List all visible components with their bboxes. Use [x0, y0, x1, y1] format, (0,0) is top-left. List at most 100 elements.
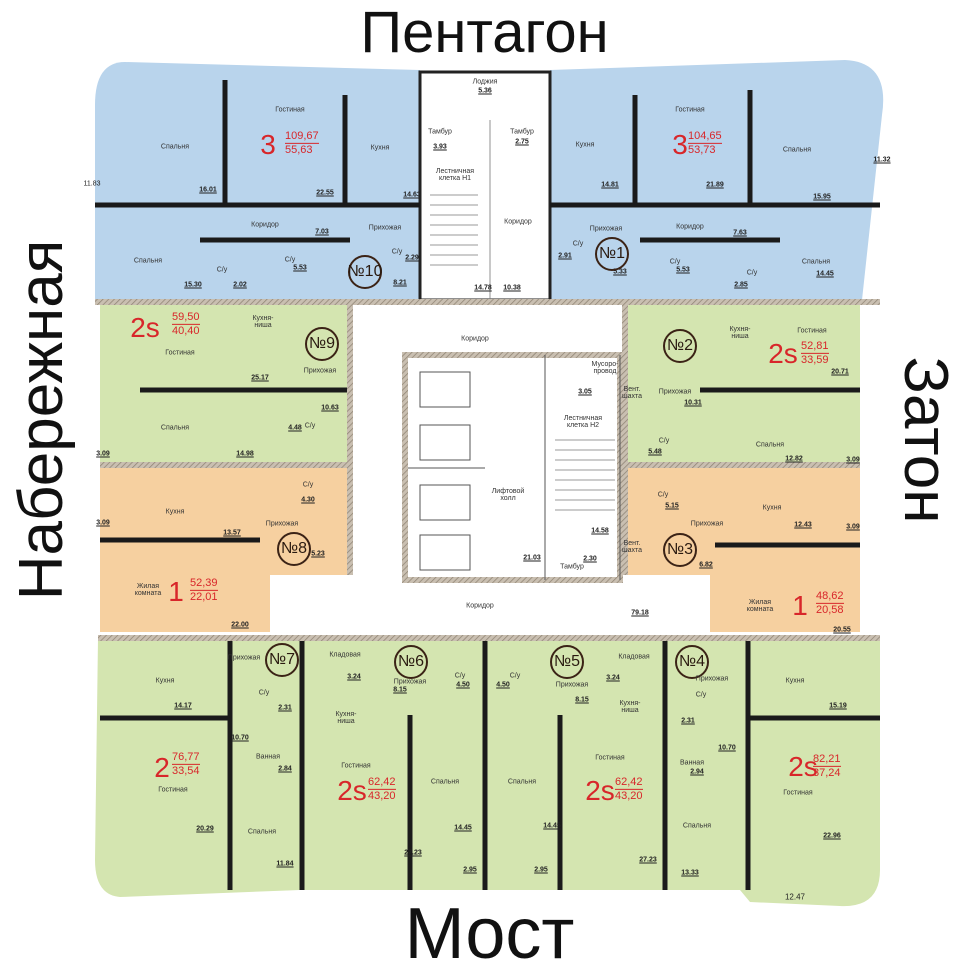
room-label: С/у [657, 491, 669, 499]
room-label: Кухня [165, 508, 185, 516]
room-label: Ванная [256, 753, 280, 761]
room-area: 5.23 [311, 550, 325, 558]
apartment-number-badge: №6 [394, 645, 428, 679]
room-label: Лифтовой холл [491, 488, 525, 502]
total-area: 109,67 [285, 129, 319, 144]
room-area: 10.63 [321, 404, 339, 412]
room-label: Прихожая [368, 224, 402, 232]
room-label: Гостиная [783, 789, 813, 797]
direction-bottom-label: Мост [404, 894, 575, 974]
room-area: 27.23 [639, 856, 657, 864]
apartment-number-badge: №5 [550, 645, 584, 679]
room-area: 4.50 [496, 681, 510, 689]
apartment-number-badge: №10 [348, 255, 382, 289]
room-label: Кухня-ниша [252, 315, 274, 329]
room-area: 20.71 [831, 368, 849, 376]
room-label: Коридор [676, 223, 704, 231]
room-label: Прихожая [227, 654, 261, 662]
room-area: 8.15 [575, 696, 589, 704]
room-count: 2 [154, 752, 170, 783]
room-label: Спальня [801, 258, 831, 266]
total-area: 62,42 [368, 775, 396, 790]
room-label: Мусоро-провод [591, 361, 619, 375]
room-label: С/у [302, 481, 314, 489]
room-label: С/у [284, 256, 296, 264]
room-count: 2s [768, 338, 798, 369]
room-count: 3 [672, 129, 688, 160]
room-area: 4.30 [301, 496, 315, 504]
room-label: Спальня [133, 257, 163, 265]
apartment-2-area [625, 305, 860, 465]
room-label: Жилая комната [134, 583, 162, 597]
apartment-number-badge: №2 [663, 329, 697, 363]
room-area: 3.09 [96, 519, 110, 527]
room-label: Вент. шахта [622, 540, 642, 554]
total-area: 62,42 [615, 775, 643, 790]
room-label: Тамбур [510, 128, 534, 136]
room-label: С/у [669, 258, 681, 266]
room-area: 22.55 [316, 189, 334, 197]
apartment-number-badge: №9 [305, 327, 339, 361]
room-area: 3.24 [347, 673, 361, 681]
room-area: 5.53 [676, 266, 690, 274]
room-label: Лестничная клетка Н2 [563, 415, 603, 429]
apartment-number-badge: №7 [265, 643, 299, 677]
room-area: 10.70 [718, 744, 736, 752]
room-area: 5.36 [478, 87, 492, 95]
direction-left-label: Набережная [7, 239, 76, 601]
room-area: 21.03 [523, 554, 541, 562]
room-label: Вент. шахта [622, 386, 642, 400]
room-label: Кухня [785, 677, 805, 685]
room-label: Жилая комната [746, 599, 774, 613]
room-label: Прихожая [589, 225, 623, 233]
room-area: 14.45 [454, 824, 472, 832]
room-area: 5.33 [613, 268, 627, 276]
room-label: С/у [304, 422, 316, 430]
room-count: 2s [130, 312, 160, 343]
room-label: Гостиная [595, 754, 625, 762]
room-count: 1 [792, 590, 808, 621]
total-area: 59,50 [172, 310, 200, 325]
room-label: Коридор [504, 218, 532, 226]
room-area: 5.53 [293, 264, 307, 272]
room-count: 3 [260, 129, 276, 160]
room-area: 2.91 [558, 252, 572, 260]
room-area: 12.43 [794, 521, 812, 529]
room-label: Кладовая [618, 653, 650, 661]
room-label: Кухня-ниша [619, 700, 641, 714]
room-area: 22.96 [823, 832, 841, 840]
room-area: 15.19 [829, 702, 847, 710]
room-area: 4.50 [456, 681, 470, 689]
room-label: Кухня-ниша [335, 711, 357, 725]
direction-top-label: Пентагон [360, 0, 609, 65]
room-area: 2.31 [278, 704, 292, 712]
room-area: 12.82 [785, 455, 803, 463]
room-label: С/у [572, 240, 584, 248]
room-area: 14.81 [601, 181, 619, 189]
room-area: 11.32 [873, 156, 891, 164]
room-area: 2.02 [233, 281, 247, 289]
apartment-number-badge: №8 [277, 532, 311, 566]
room-area: 2.30 [583, 555, 597, 563]
room-area: 13.33 [681, 869, 699, 877]
room-area: 14.45 [816, 270, 834, 278]
room-area: 2.94 [690, 768, 704, 776]
room-area: 5.48 [648, 448, 662, 456]
apartment-8-area [100, 465, 350, 632]
room-area: 14.17 [174, 702, 192, 710]
room-label: С/у [658, 437, 670, 445]
room-area: 11.83 [83, 180, 101, 188]
total-area: 52,81 [801, 339, 829, 354]
living-area: 22,01 [190, 590, 218, 603]
apartment-9-area [100, 305, 350, 465]
room-label: Гостиная [675, 106, 705, 114]
